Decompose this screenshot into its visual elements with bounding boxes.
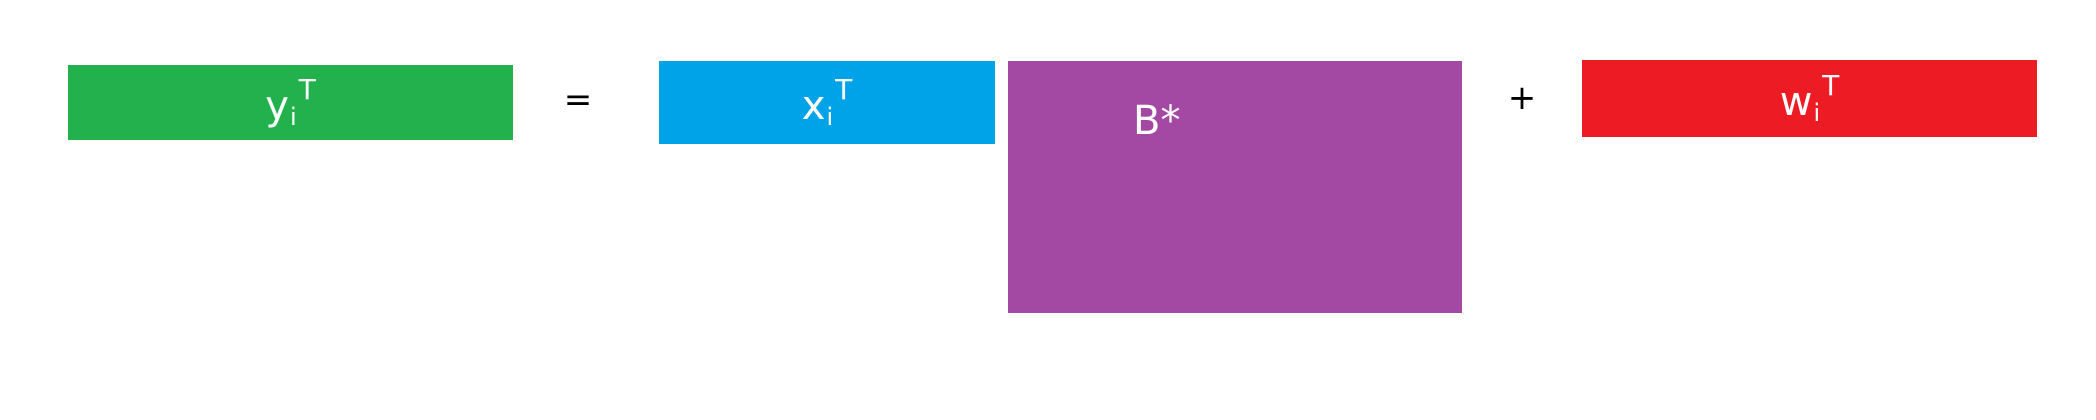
- y-base: y: [265, 83, 289, 129]
- b-star-label: B*: [1133, 98, 1181, 144]
- x-transpose-label: xiT: [801, 73, 853, 131]
- x-base: x: [801, 83, 826, 129]
- x-subscript: i: [826, 103, 834, 131]
- x-transpose-block: xiT: [659, 61, 995, 144]
- w-transpose-block: wiT: [1582, 60, 2037, 137]
- b-star-matrix-block: B*: [1008, 61, 1462, 313]
- w-subscript: i: [1813, 99, 1821, 127]
- plus-sign: +: [1507, 78, 1537, 118]
- w-base: w: [1779, 79, 1813, 125]
- w-transpose-label: wiT: [1779, 69, 1840, 127]
- y-superscript: T: [298, 73, 316, 106]
- y-transpose-block: yiT: [68, 65, 513, 140]
- w-superscript: T: [1822, 69, 1840, 102]
- y-transpose-label: yiT: [265, 73, 316, 131]
- equals-sign: =: [563, 80, 593, 120]
- y-subscript: i: [289, 103, 297, 131]
- x-superscript: T: [835, 73, 853, 106]
